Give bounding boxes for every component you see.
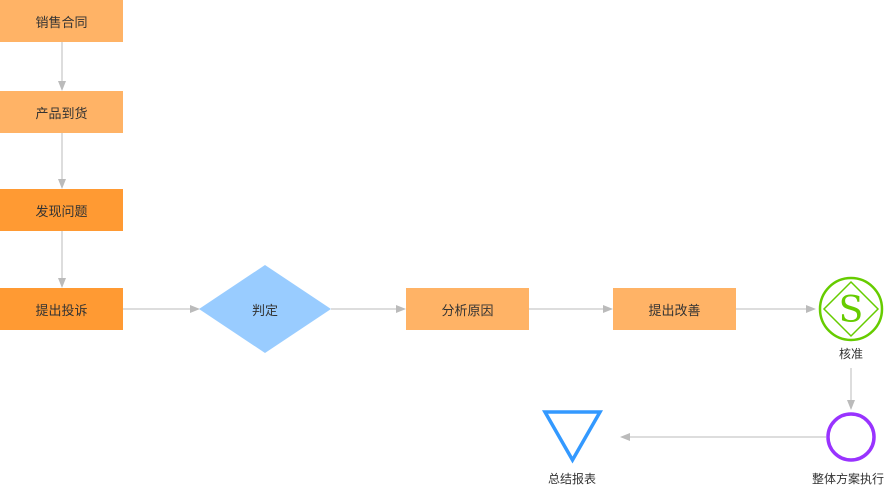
execute-plan-node[interactable] bbox=[826, 412, 876, 462]
product-arrival-label: 产品到货 bbox=[35, 106, 88, 122]
approve-node[interactable]: S bbox=[818, 276, 884, 342]
summary-report-node[interactable] bbox=[541, 410, 604, 464]
complaint-box[interactable]: 提出投诉 bbox=[0, 288, 123, 330]
find-problem-label: 发现问题 bbox=[35, 204, 88, 220]
analyze-cause-label: 分析原因 bbox=[441, 303, 494, 319]
propose-improvement-box[interactable]: 提出改善 bbox=[613, 288, 736, 330]
approve-symbol: S bbox=[839, 290, 864, 331]
execute-plan-caption: 整体方案执行 bbox=[811, 472, 884, 486]
complaint-label: 提出投诉 bbox=[35, 303, 88, 319]
sales-contract-box[interactable]: 销售合同 bbox=[0, 0, 123, 42]
product-arrival-box[interactable]: 产品到货 bbox=[0, 91, 123, 133]
decision-diamond[interactable] bbox=[199, 265, 331, 353]
propose-improvement-label: 提出改善 bbox=[648, 303, 701, 319]
approve-diamond-icon bbox=[822, 280, 880, 338]
summary-report-caption: 总结报表 bbox=[547, 472, 596, 486]
approve-circle bbox=[818, 276, 884, 342]
analyze-cause-box[interactable]: 分析原因 bbox=[406, 288, 529, 330]
judge-label-wrap: 判定 bbox=[215, 296, 315, 322]
sales-contract-label: 销售合同 bbox=[35, 15, 88, 31]
find-problem-box[interactable]: 发现问题 bbox=[0, 189, 123, 231]
judge-label: 判定 bbox=[251, 303, 278, 319]
approve-caption: 核准 bbox=[838, 347, 863, 361]
